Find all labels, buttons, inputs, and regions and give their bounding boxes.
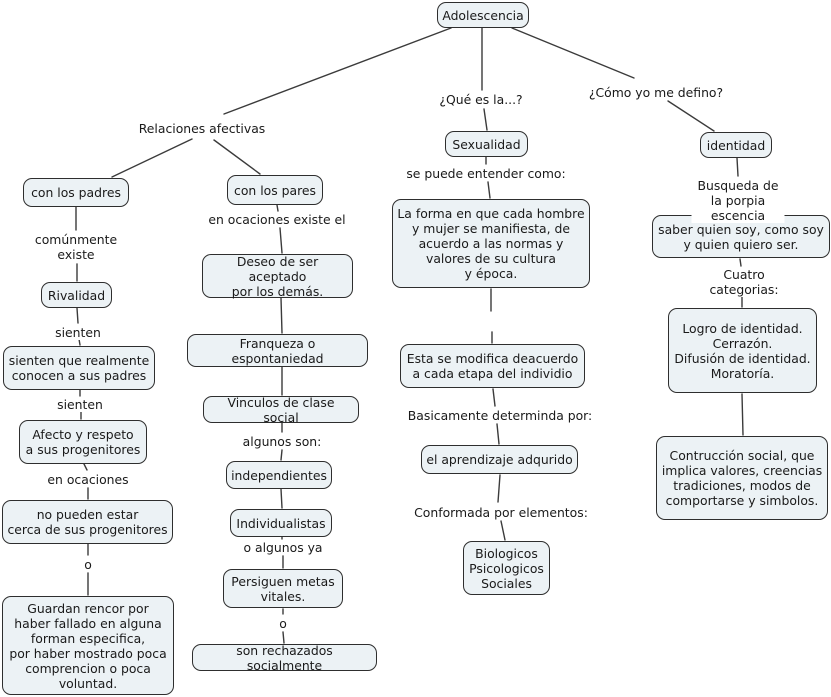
edge-aprendizaje-conformada: [497, 474, 501, 503]
link-sienten-2[interactable]: sienten: [57, 397, 103, 412]
concept-deseo-aceptado[interactable]: Deseo de ser aceptado por los demás.: [202, 254, 353, 299]
concept-la-forma[interactable]: La forma en que cada hombre y mujer se m…: [392, 199, 590, 288]
concept-sexualidad[interactable]: Sexualidad: [445, 131, 528, 157]
edge-rivalidad-sienten1: [76, 307, 79, 324]
concept-contruccion-social[interactable]: Contrucción social, que implica valores,…: [656, 436, 828, 520]
edge-conformada-elementos: [500, 520, 506, 541]
concept-con-los-pares[interactable]: con los pares: [227, 175, 323, 205]
edge-relaciones-padres: [111, 138, 193, 178]
link-algunos-son[interactable]: algunos son:: [242, 434, 322, 449]
edge-comodefino-identidad: [667, 100, 715, 132]
concept-con-los-padres[interactable]: con los padres: [23, 178, 129, 207]
edge-afecto-enocaciones: [83, 463, 88, 471]
edge-estamodifica-basicamente: [492, 388, 496, 407]
link-conformada-por[interactable]: Conformada por elementos:: [414, 505, 588, 520]
edge-o2-rechazados: [282, 631, 285, 644]
edge-adolescencia-relaciones: [223, 27, 452, 115]
concept-franqueza[interactable]: Franqueza o espontaniedad: [187, 334, 368, 367]
link-basicamente-determinda[interactable]: Basicamente determinda por:: [407, 408, 593, 423]
link-o-algunos-ya[interactable]: o algunos ya: [243, 540, 323, 555]
link-relaciones-afectivas[interactable]: Relaciones afectivas: [138, 121, 266, 136]
edge-identidad-busqueda: [736, 157, 739, 177]
concept-adolescencia[interactable]: Adolescencia: [437, 2, 529, 28]
link-en-ocaciones-existe-el[interactable]: en ocaciones existe el: [208, 212, 346, 227]
link-busqueda-escencia[interactable]: Busqueda de la porpia escencia: [691, 178, 785, 223]
link-en-ocaciones[interactable]: en ocaciones: [47, 472, 129, 487]
edge-algunosson-independientes: [280, 449, 283, 461]
link-como-yo-me-defino[interactable]: ¿Cómo yo me defino?: [588, 85, 724, 100]
edge-logro-contruccion: [741, 393, 744, 436]
concept-elementos[interactable]: Biologicos Psicologicos Sociales: [463, 541, 550, 595]
edge-basicamente-aprendizaje: [496, 423, 500, 445]
concept-guardan-rencor[interactable]: Guardan rencor por haber fallado en algu…: [2, 596, 174, 695]
link-comunmente-existe[interactable]: comúnmente existe: [34, 232, 118, 262]
concept-son-rechazados[interactable]: son rechazados socialmente: [192, 643, 377, 673]
concept-identidad[interactable]: identidad: [700, 132, 772, 158]
link-cuatro-categorias[interactable]: Cuatro categorias:: [700, 267, 788, 297]
concept-persiguen-metas[interactable]: Persiguen metas vitales.: [223, 569, 343, 608]
concept-individualistas[interactable]: Individualistas: [230, 509, 332, 537]
link-que-es-la[interactable]: ¿Qué es la...?: [439, 92, 523, 107]
edge-sepuede-laforma: [487, 181, 491, 199]
concept-vinculos[interactable]: Vinculos de clase social: [203, 395, 359, 425]
concept-no-pueden-estar[interactable]: no pueden estar cerca de sus progenitore…: [2, 500, 173, 544]
link-o-2[interactable]: o: [279, 616, 287, 631]
link-se-puede-entender[interactable]: se puede entender como:: [406, 166, 566, 181]
edge-relaciones-pares: [213, 139, 261, 175]
edge-enocacionesexiste-deseo: [279, 227, 283, 254]
edge-independientes-individualistas: [280, 488, 283, 509]
edge-deseo-franqueza: [280, 297, 283, 334]
concept-el-aprendizaje[interactable]: el aprendizaje adqurido: [421, 445, 578, 474]
link-o-1[interactable]: o: [84, 557, 92, 572]
edge-pares-enocacionesexiste: [276, 204, 279, 212]
link-sienten-1[interactable]: sienten: [55, 325, 101, 340]
concept-independientes[interactable]: independientes: [226, 461, 332, 489]
concept-rivalidad[interactable]: Rivalidad: [41, 282, 112, 308]
edge-queesla-sexualidad: [483, 108, 488, 131]
edge-adolescencia-comodefino: [511, 27, 635, 79]
concept-esta-se-modifica[interactable]: Esta se modifica deacuerdo a cada etapa …: [400, 344, 585, 388]
concept-sienten-conocen[interactable]: sienten que realmente conocen a sus padr…: [3, 346, 155, 390]
edge-saber-cuatro: [739, 258, 742, 267]
concept-afecto-respeto[interactable]: Afecto y respeto a sus progenitores: [19, 420, 147, 464]
concept-categorias-lista[interactable]: Logro de identidad. Cerrazón. Difusión d…: [668, 308, 817, 393]
